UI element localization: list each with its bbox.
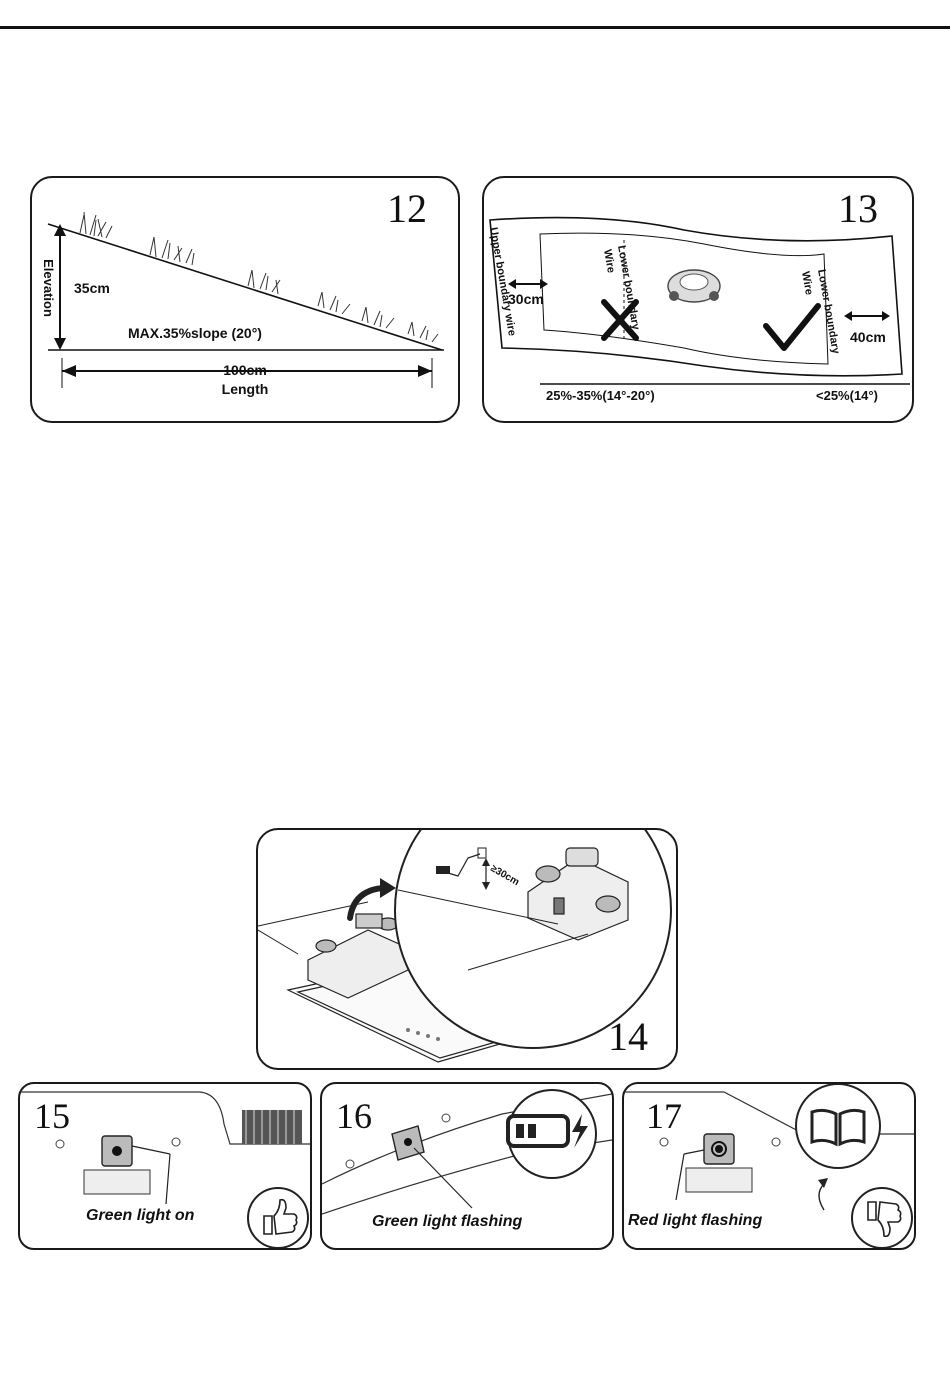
right-range: <25%(14°) <box>816 388 878 403</box>
header-rule <box>0 26 950 29</box>
figure-12-slope-diagram: 12 Elevation 35cm MAX.35%slope (20°) 100… <box>30 176 460 423</box>
lower-wire-left-label-2: Wire <box>601 248 617 273</box>
length-label: Length <box>222 381 269 397</box>
figure-14-charging-station-diagram: ≥30cm 14 <box>256 828 678 1070</box>
figure-number: 13 <box>838 186 878 231</box>
lower-wire-right-label-1: Lower boundary <box>815 268 842 355</box>
green-light-on-svg: Green light on 15 <box>20 1084 310 1248</box>
check-mark-icon <box>766 306 818 348</box>
caption: Red light flashing <box>628 1212 762 1229</box>
status-led-button <box>392 1126 424 1160</box>
figure-17-red-light-flashing: 17 Red light flashing <box>622 1082 916 1250</box>
height-value: 35cm <box>74 280 110 296</box>
status-led-button <box>704 1134 734 1164</box>
figure-number: 14 <box>608 1014 648 1059</box>
left-distance: 30cm <box>508 291 544 307</box>
figure-15-green-light-on: Green light on 15 <box>18 1082 312 1250</box>
green-light-flashing-svg: 16 Green light flashing <box>322 1084 612 1248</box>
left-range: 25%-35%(14°-20°) <box>546 388 655 403</box>
figure-16-green-light-flashing: 16 Green light flashing <box>320 1082 614 1250</box>
grass-tufts <box>80 212 438 342</box>
status-led-button <box>102 1136 132 1166</box>
figure-number: 16 <box>336 1096 372 1136</box>
robot-mower-icon <box>668 270 720 302</box>
caption: Green light on <box>86 1207 195 1224</box>
open-book-icon <box>796 1084 880 1168</box>
slope-diagram-svg: 12 Elevation 35cm MAX.35%slope (20°) 100… <box>32 178 458 421</box>
figure-13-boundary-wire-diagram: 13 Upper boundary wire Lower boundary Wi… <box>482 176 914 423</box>
right-distance: 40cm <box>850 329 886 345</box>
length-value: 100cm <box>223 362 267 378</box>
red-light-flashing-svg: 17 Red light flashing <box>624 1084 914 1248</box>
thumbs-up-icon <box>248 1188 308 1248</box>
elevation-label: Elevation <box>41 259 56 317</box>
caption: Green light flashing <box>372 1213 522 1230</box>
boundary-wire-svg: 13 Upper boundary wire Lower boundary Wi… <box>484 178 912 421</box>
battery-charging-icon <box>508 1090 596 1178</box>
lower-wire-right-label-2: Wire <box>799 270 815 295</box>
charging-station-svg: ≥30cm 14 <box>258 830 676 1068</box>
thumbs-down-icon <box>852 1188 912 1248</box>
slope-label: MAX.35%slope (20°) <box>128 325 262 341</box>
figure-number: 15 <box>34 1096 70 1136</box>
wheel-tread <box>242 1110 302 1144</box>
figure-number: 17 <box>646 1096 682 1136</box>
figure-number: 12 <box>387 186 427 231</box>
